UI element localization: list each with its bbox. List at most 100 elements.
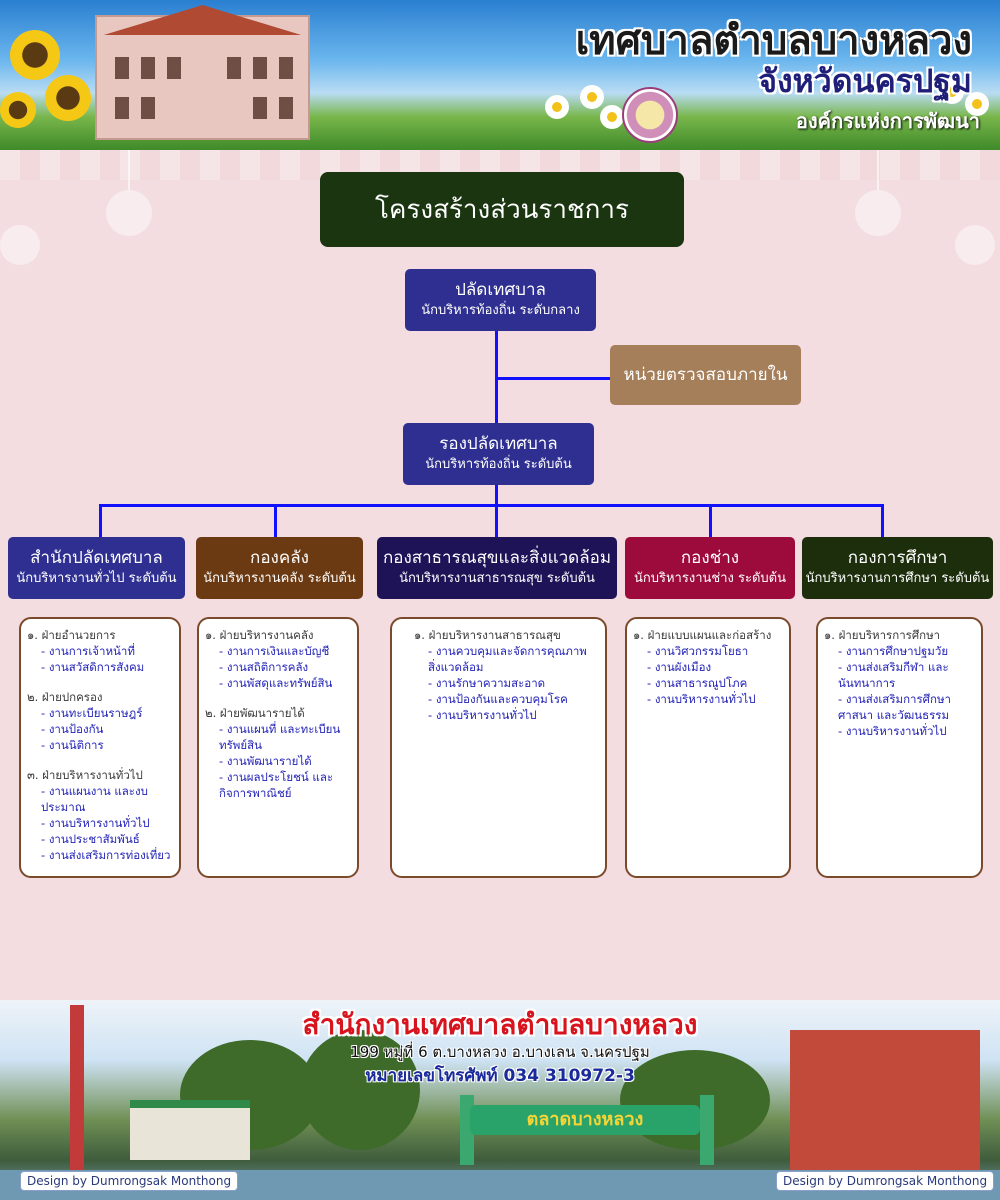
design-credit-right: Design by Dumrongsak Monthong: [776, 1171, 995, 1191]
internal-audit-title: หน่วยตรวจสอบภายใน: [623, 365, 788, 385]
work-unit: งานบริหารงานทั่วไป: [414, 707, 599, 723]
work-unit: งานบริหารงานทั่วไป: [27, 815, 173, 831]
lantern-decoration: [0, 225, 40, 265]
daisy-decoration: [965, 92, 989, 116]
division-heading: ๒. ฝ่ายปกครอง: [27, 690, 103, 704]
work-unit: งานการเงินและบัญชี: [205, 643, 351, 659]
daisy-decoration: [545, 95, 569, 119]
internal-audit-box: หน่วยตรวจสอบภายใน: [610, 345, 801, 405]
division-heading: ๑. ฝ่ายบริหารงานสาธารณสุข: [414, 628, 561, 642]
connector-horizontal-bus: [99, 504, 884, 507]
division-list-education: ๑. ฝ่ายบริหารการศึกษา งานการศึกษาปฐมวัย …: [816, 617, 983, 878]
division-section: ๑. ฝ่ายบริหารงานสาธารณสุข งานควบคุมและจั…: [414, 627, 599, 723]
work-unit: งานนิติการ: [27, 737, 173, 753]
connector-dept-5: [881, 504, 884, 537]
division-list-finance: ๑. ฝ่ายบริหารงานคลัง งานการเงินและบัญชี …: [197, 617, 359, 878]
market-sign: ตลาดบางหลวง: [470, 1105, 700, 1135]
work-unit: งานส่งเสริมการท่องเที่ยว: [27, 847, 173, 863]
design-credit-left: Design by Dumrongsak Monthong: [20, 1171, 239, 1191]
connector-dept-4: [709, 504, 712, 537]
work-unit: งานส่งเสริมกีฬา และนันทนาการ: [824, 659, 975, 691]
connector-to-audit: [497, 377, 610, 380]
municipal-building-image: [95, 5, 310, 140]
work-unit: งานการเจ้าหน้าที่: [27, 643, 173, 659]
province-name: จังหวัดนครปฐม: [758, 62, 972, 100]
division-section: ๒. ฝ่ายปกครอง งานทะเบียนราษฎร์ งานป้องกั…: [27, 689, 173, 753]
department-name: กองคลัง: [250, 548, 309, 568]
daisy-decoration: [940, 80, 964, 104]
work-unit: งานผังเมือง: [633, 659, 783, 675]
work-unit: งานแผนที่ และทะเบียนทรัพย์สิน: [205, 721, 351, 753]
work-unit: งานพัสดุและทรัพย์สิน: [205, 675, 351, 691]
municipal-seal-logo: [622, 87, 678, 143]
work-unit: งานรักษาความสะอาด: [414, 675, 599, 691]
division-list-clerk-office: ๑. ฝ่ายอำนวยการ งานการเจ้าหน้าที่ งานสวั…: [19, 617, 181, 878]
work-unit: งานสถิติการคลัง: [205, 659, 351, 675]
division-section: ๑. ฝ่ายบริหารการศึกษา งานการศึกษาปฐมวัย …: [824, 627, 975, 739]
department-position: นักบริหารงานการศึกษา ระดับต้น: [805, 571, 990, 586]
work-unit: งานควบคุมและจัดการคุณภาพ สิ่งแวดล้อม: [414, 643, 599, 675]
footer-phone: หมายเลขโทรศัพท์ 034 310972-3: [365, 1066, 635, 1086]
connector-dept-1: [99, 504, 102, 537]
municipal-clerk-title: ปลัดเทศบาล: [455, 280, 546, 300]
connector-deputy-down: [495, 485, 498, 505]
work-unit: งานพัฒนารายได้: [205, 753, 351, 769]
sunflower-decoration: [0, 92, 36, 128]
pavilion-image: [130, 1100, 250, 1160]
department-position: นักบริหารงานช่าง ระดับต้น: [634, 571, 786, 586]
deputy-clerk-position: นักบริหารท้องถิ่น ระดับต้น: [425, 457, 572, 472]
header-banner: [0, 0, 1000, 150]
lantern-string: [128, 150, 130, 190]
department-box-clerk-office: สำนักปลัดเทศบาล นักบริหารงานทั่วไป ระดับ…: [8, 537, 185, 599]
department-position: นักบริหารงานสาธารณสุข ระดับต้น: [399, 571, 595, 586]
tree-decoration: [300, 1030, 420, 1150]
division-section: ๑. ฝ่ายบริหารงานคลัง งานการเงินและบัญชี …: [205, 627, 351, 691]
connector-dept-2: [274, 504, 277, 537]
lantern-string: [877, 150, 879, 190]
work-unit: งานแผนงาน และงบประมาณ: [27, 783, 173, 815]
department-name: สำนักปลัดเทศบาล: [30, 548, 163, 568]
division-section: ๒. ฝ่ายพัฒนารายได้ งานแผนที่ และทะเบียนท…: [205, 705, 351, 801]
division-list-public-health: ๑. ฝ่ายบริหารงานสาธารณสุข งานควบคุมและจั…: [390, 617, 607, 878]
work-unit: งานสาธารณูปโภค: [633, 675, 783, 691]
municipality-name: เทศบาลตำบลบางหลวง: [575, 18, 972, 64]
division-section: ๑. ฝ่ายแบบแผนและก่อสร้าง งานวิศวกรรมโยธา…: [633, 627, 783, 707]
work-unit: งานผลประโยชน์ และกิจการพาณิชย์: [205, 769, 351, 801]
work-unit: งานประชาสัมพันธ์: [27, 831, 173, 847]
department-position: นักบริหารงานคลัง ระดับต้น: [203, 571, 356, 586]
connector-dept-3: [495, 504, 498, 537]
department-name: กองการศึกษา: [847, 548, 948, 568]
department-name: กองช่าง: [680, 548, 740, 568]
daisy-decoration: [580, 85, 604, 109]
diagram-title: โครงสร้างส่วนราชการ: [320, 172, 684, 247]
footer-address: 199 หมู่ที่ 6 ต.บางหลวง อ.บางเลน จ.นครปฐ…: [350, 1043, 650, 1061]
work-unit: งานวิศวกรรมโยธา: [633, 643, 783, 659]
work-unit: งานบริหารงานทั่วไป: [633, 691, 783, 707]
work-unit: งานส่งเสริมการศึกษา ศาสนา และวัฒนธรรม: [824, 691, 975, 723]
lantern-decoration: [955, 225, 995, 265]
department-position: นักบริหารงานทั่วไป ระดับต้น: [16, 571, 177, 586]
sunflower-decoration: [45, 75, 91, 121]
department-box-engineering: กองช่าง นักบริหารงานช่าง ระดับต้น: [625, 537, 795, 599]
division-heading: ๒. ฝ่ายพัฒนารายได้: [205, 706, 305, 720]
shrine-image: [790, 1030, 980, 1170]
lantern-decoration: [855, 190, 901, 236]
deputy-clerk-box: รองปลัดเทศบาล นักบริหารท้องถิ่น ระดับต้น: [403, 423, 594, 485]
division-heading: ๑. ฝ่ายบริหารงานคลัง: [205, 628, 314, 642]
municipal-clerk-position: นักบริหารท้องถิ่น ระดับกลาง: [421, 303, 580, 318]
division-heading: ๑. ฝ่ายอำนวยการ: [27, 628, 116, 642]
work-unit: งานสวัสดิการสังคม: [27, 659, 173, 675]
department-name: กองสาธารณสุขและสิ่งแวดล้อม: [382, 548, 612, 568]
division-heading: ๓. ฝ่ายบริหารงานทั่วไป: [27, 768, 143, 782]
footer-office-name: สำนักงานเทศบาลตำบลบางหลวง: [302, 1008, 698, 1041]
department-box-education: กองการศึกษา นักบริหารงานการศึกษา ระดับต้…: [802, 537, 993, 599]
municipal-clerk-box: ปลัดเทศบาล นักบริหารท้องถิ่น ระดับกลาง: [405, 269, 596, 331]
work-unit: งานการศึกษาปฐมวัย: [824, 643, 975, 659]
division-list-engineering: ๑. ฝ่ายแบบแผนและก่อสร้าง งานวิศวกรรมโยธา…: [625, 617, 791, 878]
work-unit: งานบริหารงานทั่วไป: [824, 723, 975, 739]
work-unit: งานทะเบียนราษฎร์: [27, 705, 173, 721]
lantern-decoration: [106, 190, 152, 236]
dragon-pillar-image: [70, 1005, 84, 1175]
daisy-decoration: [600, 105, 624, 129]
work-unit: งานป้องกันและควบคุมโรค: [414, 691, 599, 707]
